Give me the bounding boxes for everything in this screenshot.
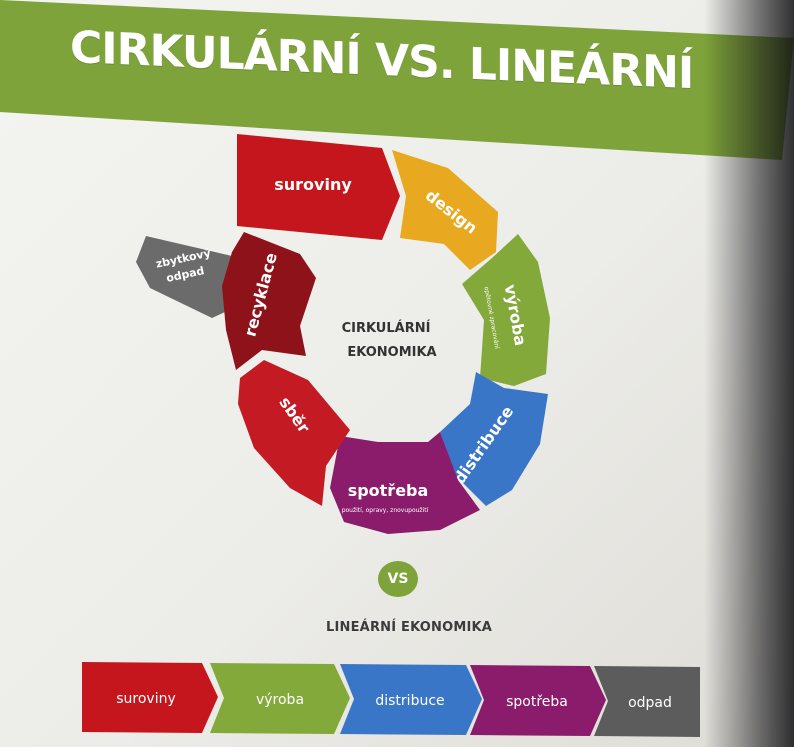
linear-step-vyroba-shape	[210, 663, 350, 734]
center-line1: CIRKULÁRNÍ	[342, 320, 431, 336]
zbytkovy-odpad-segment: zbytkový odpad	[136, 236, 238, 318]
design-segment: design	[392, 150, 498, 270]
linear-step-distribuce-shape	[340, 664, 482, 735]
linear-step-suroviny: suroviny	[116, 691, 176, 707]
linear-step-odpad-shape	[594, 666, 700, 737]
suroviny-label: suroviny	[274, 175, 352, 194]
distribuce-segment: distribuce	[440, 372, 548, 506]
sber-segment: sběr	[238, 360, 350, 506]
linear-economy-title: LINEÁRNÍ EKONOMIKA	[326, 620, 493, 635]
linear-step-spotreba-shape	[470, 665, 606, 736]
vyroba-segment: výroba opětovné zpracování	[462, 234, 550, 386]
spotreba-sublabel: použití, opravy, znovupoužití	[342, 507, 429, 514]
linear-step-spotreba: spotřeba	[506, 694, 568, 710]
vs-badge: VS	[378, 561, 418, 597]
suroviny-segment: suroviny	[237, 134, 400, 240]
linear-step-vyroba: výroba	[256, 692, 304, 708]
linear-steps: suroviny výroba distribuce spotřeba odpa…	[82, 662, 700, 737]
linear-step-suroviny-shape	[82, 662, 218, 733]
recyklace-segment: recyklace	[222, 232, 316, 370]
linear-step-distribuce: distribuce	[375, 693, 444, 709]
linear-step-odpad: odpad	[628, 695, 672, 711]
spotreba-segment: spotřeba použití, opravy, znovupoužití	[330, 432, 480, 534]
projector-edge-shadow	[704, 0, 794, 747]
center-line2: EKONOMIKA	[347, 345, 436, 360]
title-banner: CIRKULÁRNÍ VS. LINEÁRNÍ	[0, 0, 794, 160]
spotreba-label: spotřeba	[348, 481, 429, 500]
